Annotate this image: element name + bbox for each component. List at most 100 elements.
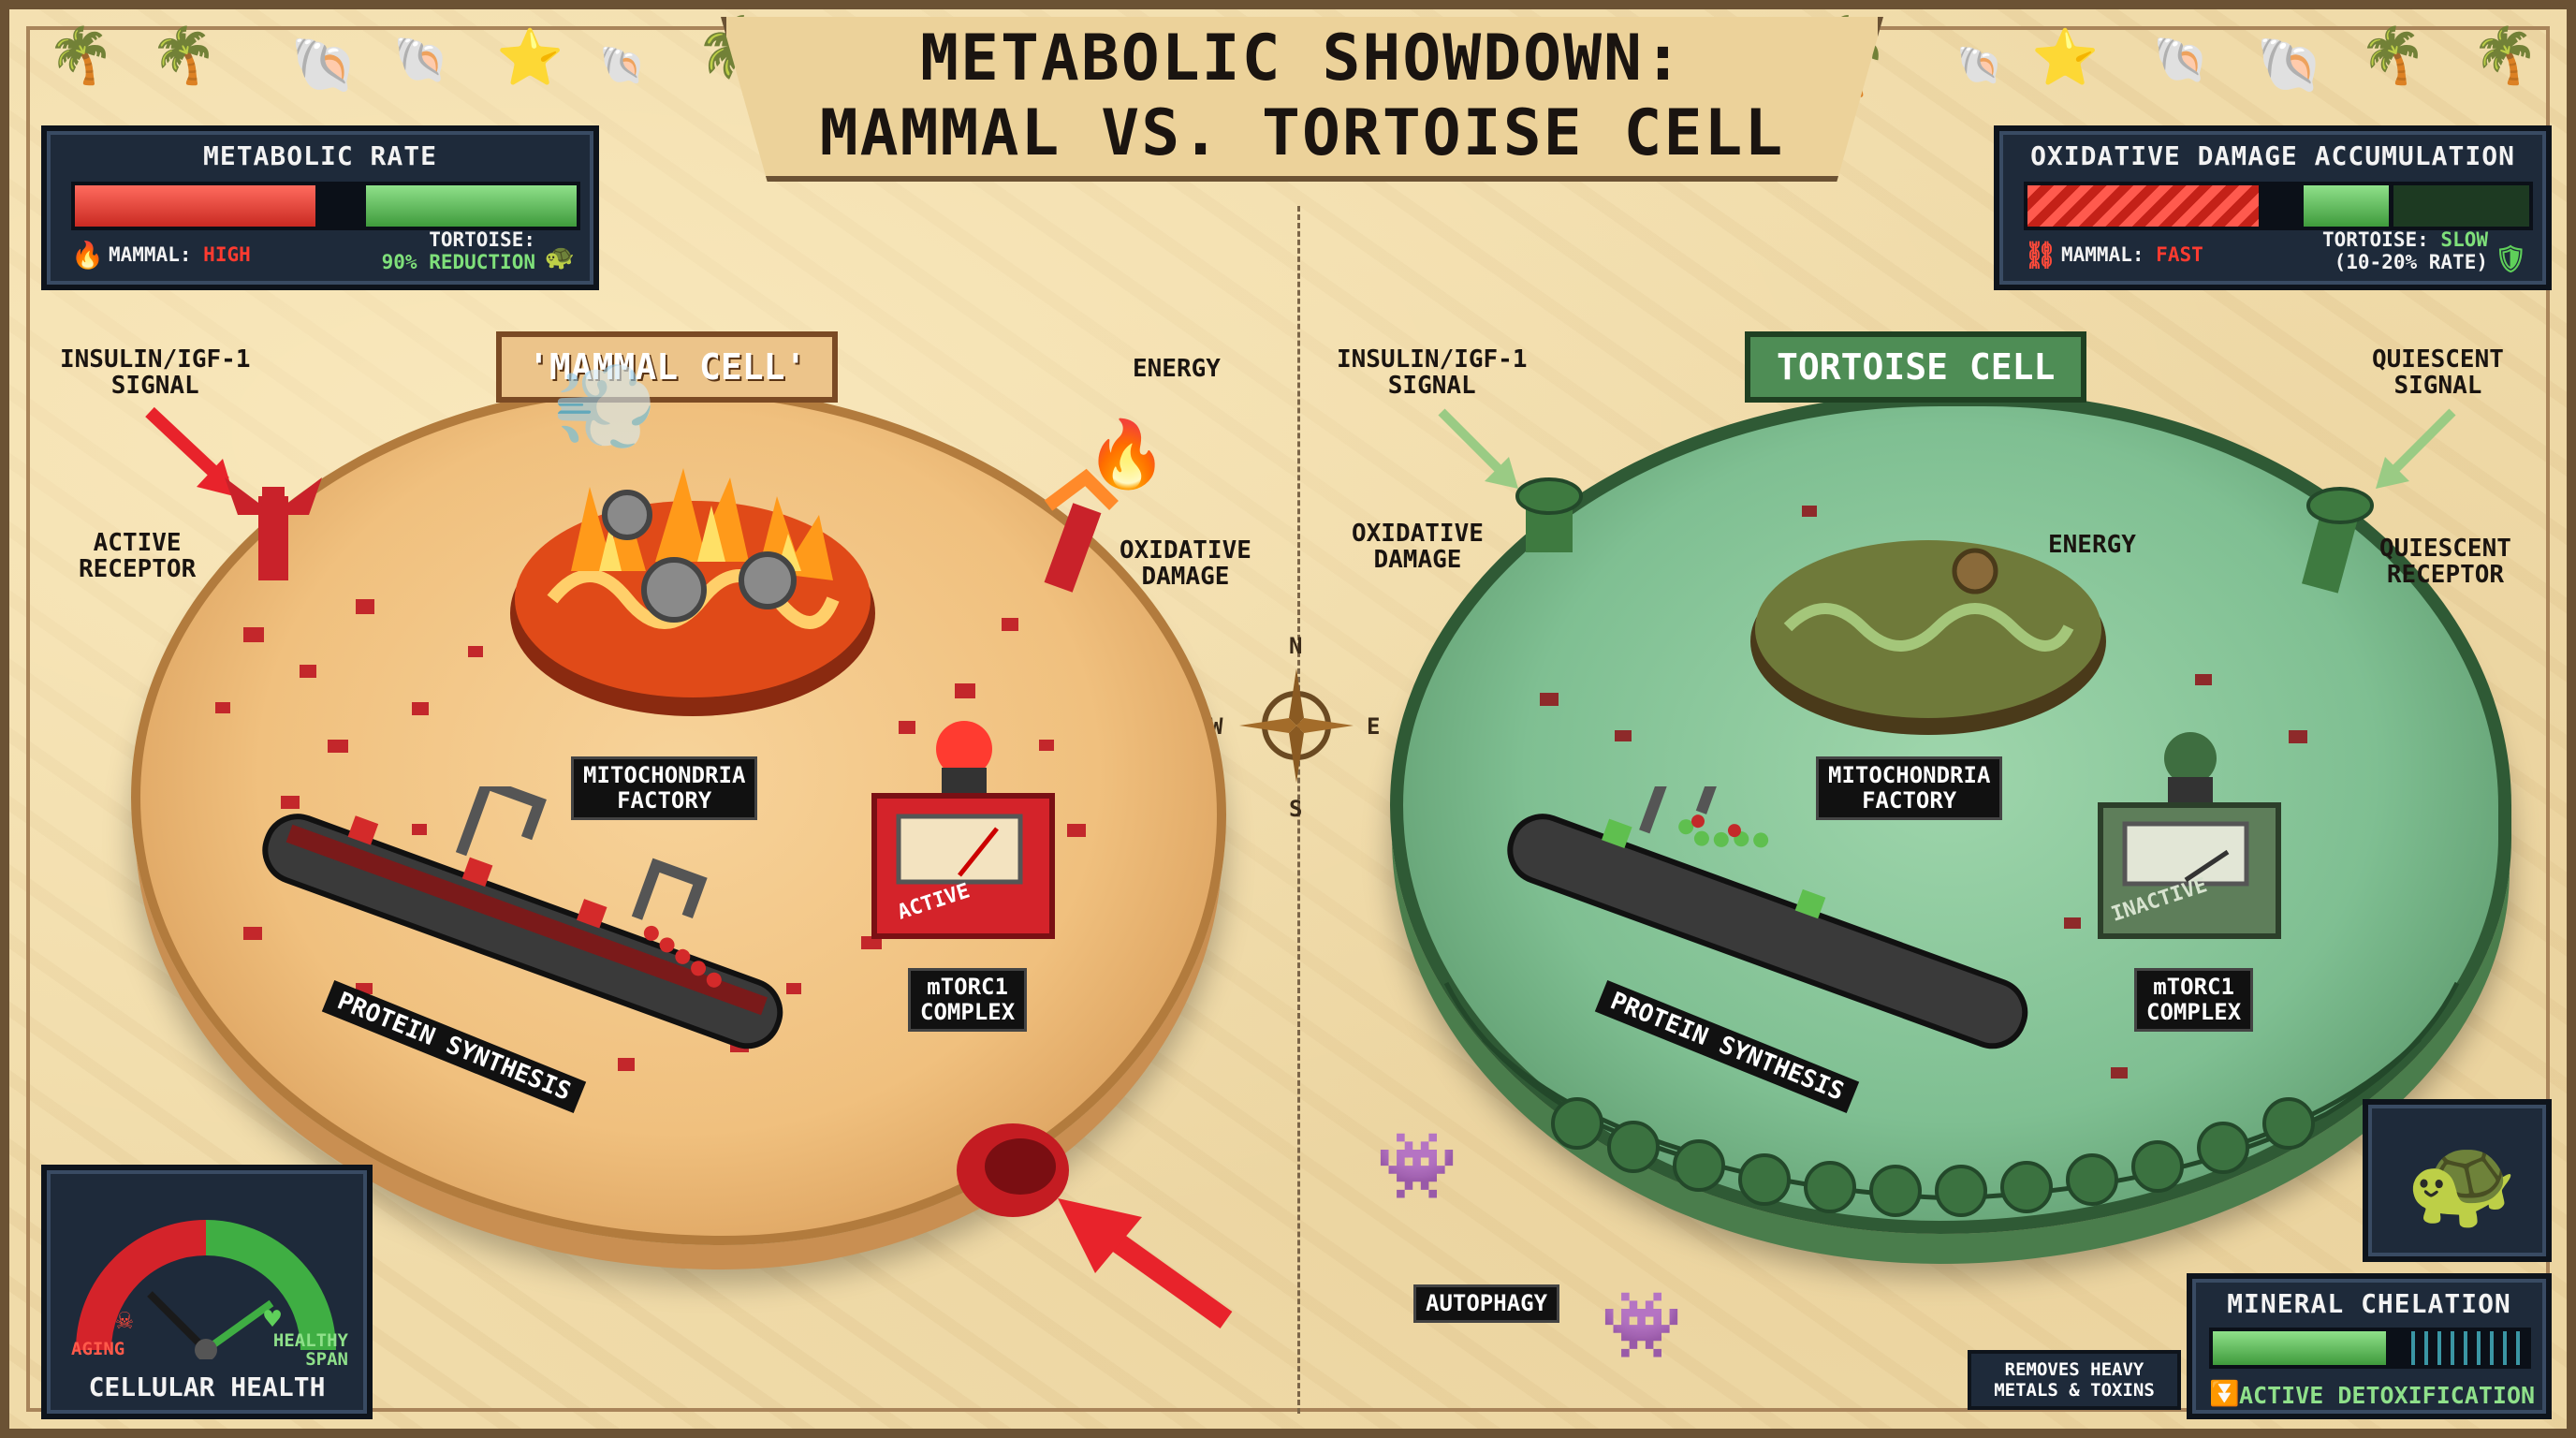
mammal-oxidative-damage-label: OXIDATIVE DAMAGE	[1120, 536, 1251, 591]
compass-n: N	[1289, 633, 1303, 659]
tortoise-quiescent-receptor-label: QUIESCENT RECEPTOR	[2379, 535, 2511, 589]
palm-tree-icon: 🌴	[2471, 23, 2539, 87]
tortoise-portrait-panel: 🐢	[2363, 1099, 2552, 1262]
shell-icon: 🐚	[393, 34, 449, 86]
tortoise-cell-badge: TORTOISE CELL	[1745, 331, 2087, 403]
mammal-mitochondria-label: MITOCHONDRIA FACTORY	[571, 756, 758, 820]
palm-tree-icon: 🌴	[2359, 23, 2427, 87]
chain-icon: ⛓	[2024, 240, 2057, 271]
mammal-damage-value: FAST	[2156, 243, 2203, 266]
title-line-1: METABOLIC SHOWDOWN:	[920, 22, 1684, 95]
tortoise-rate-line1: TORTOISE:	[429, 228, 535, 251]
tortoise-debris	[1540, 506, 2307, 1078]
mammal-conveyor[interactable]	[234, 786, 814, 1067]
energy-burst-icon: 🔥	[1086, 416, 1168, 492]
mammal-rate-fill	[75, 185, 316, 227]
tortoise-portrait-icon: 🐢	[2406, 1129, 2518, 1234]
smoke-cloud-icon: 💨	[552, 358, 658, 456]
mineral-status: ACTIVE DETOXIFICATION	[2239, 1382, 2536, 1409]
cellular-health-panel: ☠ ♥ AGING HEALTHY SPAN CELLULAR HEALTH	[41, 1165, 373, 1419]
shell-icon: 🐚	[290, 33, 359, 96]
mammal-mtorc1-box[interactable]	[861, 712, 1067, 946]
heart-icon: ♥	[264, 1303, 282, 1336]
turtle-icon: 🐢	[544, 243, 575, 271]
center-divider	[1297, 206, 1300, 1414]
flame-icon: 🔥	[71, 240, 104, 271]
autophagy-label: AUTOPHAGY	[1413, 1284, 1560, 1323]
compass-e: E	[1367, 713, 1381, 740]
mammal-mtorc1-label: mTORC1 COMPLEX	[908, 968, 1028, 1032]
starfish-icon: ⭐	[496, 25, 564, 89]
skull-icon: ☠	[116, 1303, 134, 1336]
title-banner: METABOLIC SHOWDOWN: MAMMAL VS. TORTOISE …	[721, 17, 1883, 182]
tortoise-mitochondria[interactable]	[1741, 515, 2115, 749]
tortoise-insulin-arrow	[1438, 408, 1518, 489]
cellular-health-title: CELLULAR HEALTH	[88, 1372, 326, 1402]
tortoise-energy-label: ENERGY	[2048, 531, 2136, 559]
mammal-damage-prefix: MAMMAL:	[2061, 243, 2144, 266]
tortoise-insulin-signal-label: INSULIN/IGF-1 SIGNAL	[1337, 345, 1528, 400]
autophagy-creature-icon[interactable]: 👾	[1601, 1286, 1683, 1363]
compass-rose	[1236, 665, 1357, 786]
metabolic-rate-bar	[71, 182, 580, 230]
tortoise-conveyor[interactable]	[1479, 786, 2059, 1067]
tortoise-damage-prefix: TORTOISE:	[2321, 228, 2429, 251]
mineral-bar	[2209, 1328, 2531, 1369]
tortoise-mitochondria-label: MITOCHONDRIA FACTORY	[1816, 756, 2003, 820]
mammal-rate-label: MAMMAL: HIGH	[109, 243, 251, 266]
mammal-insulin-signal-label: INSULIN/IGF-1 SIGNAL	[60, 345, 251, 400]
tortoise-oxidative-damage-label: OXIDATIVE DAMAGE	[1352, 520, 1484, 574]
shell-icon: 🐚	[2256, 33, 2324, 96]
mammal-cell-badge: 'MAMMAL CELL'	[496, 331, 839, 403]
tortoise-quiescent-receptor[interactable]	[2284, 468, 2387, 599]
aging-label: AGING	[71, 1339, 125, 1359]
oxidative-bar	[2024, 182, 2533, 230]
tortoise-rate-line2: 90% REDUCTION	[381, 251, 535, 273]
autophagy-creature-icon[interactable]: 👾	[1376, 1127, 1458, 1204]
tortoise-rate-label: TORTOISE: 90% REDUCTION	[382, 228, 535, 273]
health-gauge	[76, 1220, 336, 1359]
tortoise-damage-value: SLOW	[2440, 228, 2488, 251]
mammal-active-receptor[interactable]	[215, 459, 328, 590]
shell-icon: 🐚	[1956, 44, 2003, 87]
tortoise-insulin-receptor[interactable]	[1498, 468, 1601, 571]
shield-icon: 🛡	[2494, 243, 2527, 274]
tortoise-shell-rim	[1443, 981, 2460, 1217]
shell-icon: 🐚	[599, 44, 646, 87]
palm-tree-icon: 🌴	[150, 23, 218, 87]
oxidative-damage-panel: OXIDATIVE DAMAGE ACCUMULATION ⛓ MAMMAL: …	[1994, 125, 2552, 290]
mineral-chelation-title: MINERAL CHELATION	[2227, 1288, 2511, 1319]
shell-icon: 🐚	[2153, 34, 2209, 86]
tortoise-quiescent-arrow	[2376, 408, 2456, 489]
mammal-mitochondria[interactable]	[496, 449, 889, 749]
metabolic-rate-panel: METABOLIC RATE 🔥 MAMMAL: HIGH TORTOISE: …	[41, 125, 599, 290]
tortoise-damage-label: TORTOISE: SLOW (10-20% RATE)	[2322, 228, 2488, 273]
tortoise-damage-track	[2393, 185, 2529, 227]
filter-icon: ⏬	[2209, 1380, 2240, 1408]
compass-s: S	[1289, 796, 1303, 822]
mammal-exit-port[interactable]	[945, 1105, 1105, 1236]
mammal-energy-label: ENERGY	[1133, 355, 1221, 383]
mammal-damage-fill	[2027, 185, 2259, 227]
tortoise-quiescent-signal-label: QUIESCENT SIGNAL	[2372, 345, 2504, 400]
title-line-2: MAMMAL VS. TORTOISE CELL	[819, 96, 1785, 170]
mammal-damage-label: MAMMAL: FAST	[2061, 243, 2203, 266]
mammal-exit-arrow	[1058, 1198, 1233, 1328]
mammal-insulin-arrow	[145, 406, 234, 496]
metabolic-rate-title: METABOLIC RATE	[202, 140, 437, 171]
mammal-active-receptor-label: ACTIVE RECEPTOR	[79, 529, 197, 583]
healthy-span-label: HEALTHY SPAN	[272, 1330, 348, 1370]
mineral-bar-fill	[2213, 1331, 2386, 1365]
tortoise-damage-fill	[2303, 185, 2389, 227]
mineral-bar-particles	[2401, 1331, 2527, 1365]
tortoise-mtorc1-box[interactable]	[2087, 721, 2293, 946]
tortoise-mtorc1-label: mTORC1 COMPLEX	[2134, 968, 2254, 1032]
mammal-oxidative-receptor[interactable]	[1020, 468, 1133, 599]
starfish-icon: ⭐	[2031, 25, 2100, 89]
mineral-chelation-panel: MINERAL CHELATION ⏬ ACTIVE DETOXIFICATIO…	[2187, 1273, 2552, 1419]
oxidative-panel-title: OXIDATIVE DAMAGE ACCUMULATION	[2030, 140, 2515, 171]
tortoise-damage-rate: (10-20% RATE)	[2334, 251, 2488, 273]
mammal-rate-prefix: MAMMAL:	[109, 243, 192, 266]
removes-metals-chip[interactable]: REMOVES HEAVY METALS & TOXINS	[1968, 1350, 2181, 1410]
